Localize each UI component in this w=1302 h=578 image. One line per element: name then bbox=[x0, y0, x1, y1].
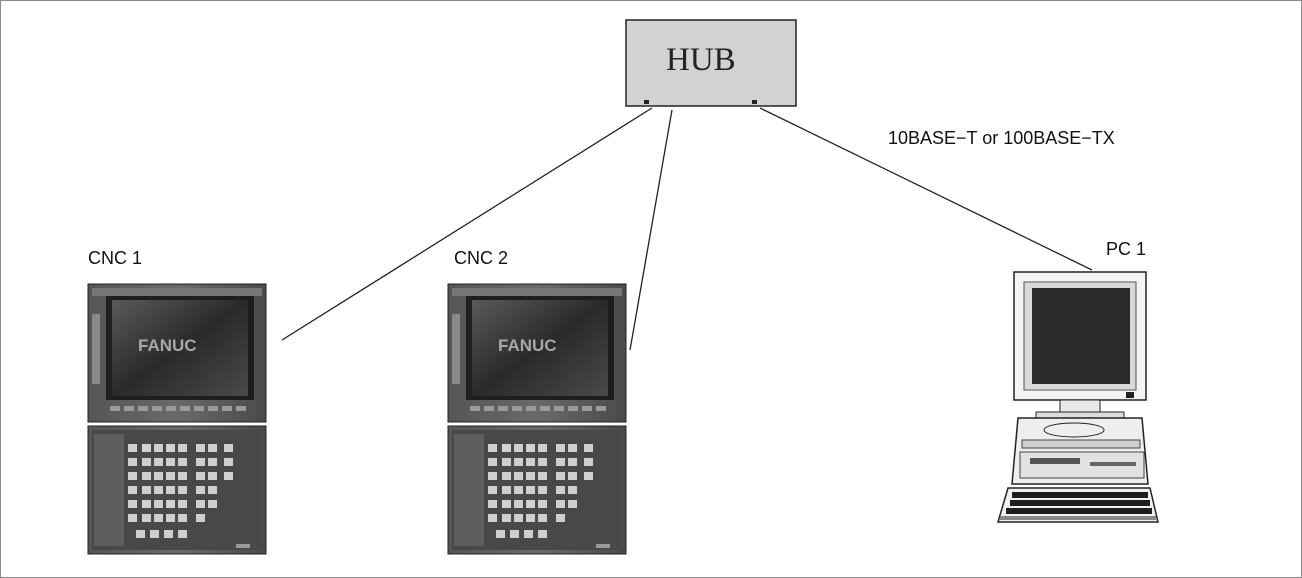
cnc-1-unit bbox=[87, 283, 267, 555]
cnc-1-label: CNC 1 bbox=[88, 248, 143, 268]
cables bbox=[281, 107, 1093, 351]
cnc-1-screen-logo: FANUC bbox=[138, 336, 197, 355]
hub-label: HUB bbox=[666, 42, 736, 78]
cable-type-label: 10BASE−T or 100BASE−TX bbox=[888, 128, 1115, 148]
hub bbox=[625, 19, 797, 107]
cable-cnc2 bbox=[629, 109, 673, 351]
cable-cnc1 bbox=[281, 107, 653, 341]
cnc-2-unit bbox=[447, 283, 627, 555]
pc-1-label: PC 1 bbox=[1106, 239, 1147, 259]
cnc-2-label: CNC 2 bbox=[454, 248, 509, 268]
cnc-2-screen-logo: FANUC bbox=[498, 336, 557, 355]
cable-pc1 bbox=[759, 107, 1093, 271]
pc-1-computer bbox=[996, 271, 1159, 523]
